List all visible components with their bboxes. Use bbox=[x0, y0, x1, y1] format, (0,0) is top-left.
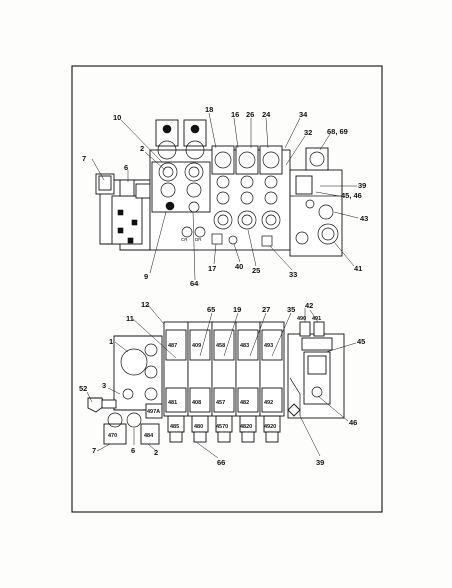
top-view-leaders bbox=[91, 112, 359, 281]
part-4820: 4820 bbox=[240, 424, 252, 430]
part-482: 482 bbox=[240, 400, 249, 406]
port-label-cr: CR bbox=[181, 237, 188, 242]
part-number-labels: 487 409 458 483 493 481 408 457 482 492 … bbox=[108, 316, 321, 439]
callout-10: 10 bbox=[113, 113, 121, 122]
part-408: 408 bbox=[192, 400, 201, 406]
part-470: 470 bbox=[108, 433, 117, 439]
callout-45: 45 bbox=[357, 337, 365, 346]
callout-3: 3 bbox=[102, 381, 106, 390]
part-484: 484 bbox=[144, 433, 154, 439]
callout-33: 33 bbox=[289, 270, 297, 279]
callout-12: 12 bbox=[141, 300, 149, 309]
callout-32: 32 bbox=[304, 128, 312, 137]
callout-52: 52 bbox=[79, 384, 87, 393]
top-view-callouts: 10 2 7 6 18 16 26 24 34 32 68, 69 39 45,… bbox=[82, 105, 368, 288]
callout-25: 25 bbox=[252, 266, 260, 275]
part-480: 480 bbox=[194, 424, 203, 430]
top-view-assembly: CR DR bbox=[95, 119, 343, 257]
callout-40: 40 bbox=[235, 262, 243, 271]
callout-17: 17 bbox=[208, 264, 216, 273]
part-492: 492 bbox=[264, 400, 273, 406]
part-493: 493 bbox=[264, 343, 273, 349]
part-409: 409 bbox=[192, 343, 201, 349]
callout-34: 34 bbox=[299, 110, 308, 119]
callout-6: 6 bbox=[124, 163, 128, 172]
spool-section-1 bbox=[211, 145, 235, 230]
port-label-dr: DR bbox=[195, 237, 202, 242]
callout-27: 27 bbox=[262, 305, 270, 314]
valve-section-2 bbox=[187, 321, 213, 443]
callout-39-top: 39 bbox=[358, 181, 366, 190]
part-458: 458 bbox=[216, 343, 225, 349]
callout-18: 18 bbox=[205, 105, 213, 114]
callout-42: 42 bbox=[305, 301, 313, 310]
callout-43: 43 bbox=[360, 214, 368, 223]
callout-2-bottom: 2 bbox=[154, 448, 158, 457]
callout-66: 66 bbox=[217, 458, 225, 467]
spool-section-3 bbox=[259, 145, 283, 230]
part-497a: 497A bbox=[147, 409, 160, 415]
callout-11: 11 bbox=[126, 314, 134, 323]
callout-26: 26 bbox=[246, 110, 254, 119]
callout-64: 64 bbox=[190, 279, 199, 288]
bottom-view-assembly bbox=[87, 321, 345, 445]
callout-46: 46 bbox=[349, 418, 357, 427]
callout-24: 24 bbox=[262, 110, 271, 119]
valve-section-3 bbox=[211, 321, 237, 443]
part-481: 481 bbox=[168, 400, 177, 406]
part-490: 490 bbox=[297, 316, 306, 322]
part-457: 457 bbox=[216, 400, 225, 406]
callout-16: 16 bbox=[231, 110, 239, 119]
part-487: 487 bbox=[168, 343, 177, 349]
callout-7: 7 bbox=[82, 154, 86, 163]
drawing-frame bbox=[71, 65, 383, 513]
part-4570: 4570 bbox=[216, 424, 228, 430]
bottom-view-leaders bbox=[86, 304, 357, 459]
callout-65: 65 bbox=[207, 305, 215, 314]
callout-1: 1 bbox=[109, 337, 113, 346]
callout-45-46: 45, 46 bbox=[341, 191, 362, 200]
spool-section-2 bbox=[235, 145, 259, 230]
part-483: 483 bbox=[240, 343, 249, 349]
bottom-view-callouts: 12 11 65 19 27 35 42 1 45 52 3 46 7 6 2 … bbox=[79, 300, 365, 467]
callout-39-bottom: 39 bbox=[316, 458, 324, 467]
part-491: 491 bbox=[312, 316, 321, 322]
part-4920: 4920 bbox=[264, 424, 276, 430]
callout-9: 9 bbox=[144, 272, 148, 281]
callout-2: 2 bbox=[140, 144, 144, 153]
callout-41: 41 bbox=[354, 264, 362, 273]
callout-6-bottom: 6 bbox=[131, 446, 135, 455]
callout-7-bottom: 7 bbox=[92, 446, 96, 455]
valve-section-4 bbox=[235, 321, 261, 443]
part-485: 485 bbox=[170, 424, 179, 430]
callout-35: 35 bbox=[287, 305, 295, 314]
callout-19: 19 bbox=[233, 305, 241, 314]
callout-68-69: 68, 69 bbox=[327, 127, 348, 136]
